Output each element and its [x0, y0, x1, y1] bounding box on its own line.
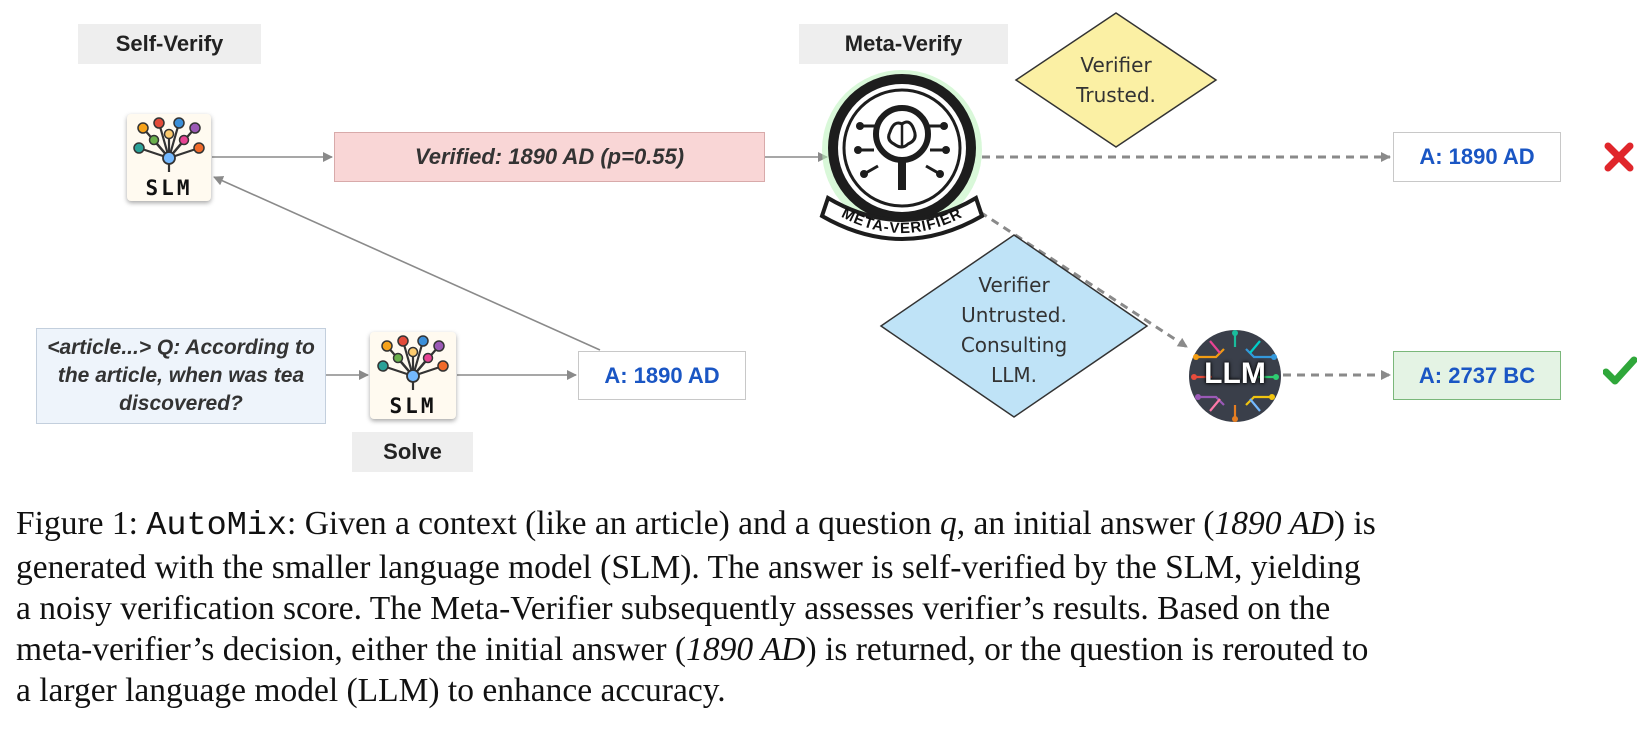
solve-label: Solve — [352, 432, 473, 472]
figure-caption: Figure 1: AutoMix: Given a context (like… — [16, 503, 1642, 711]
trusted-diamond — [1014, 12, 1218, 148]
caption-line-2: generated with the smaller language mode… — [16, 549, 1361, 586]
meta-verifier-badge-icon: META-VERIFIER — [819, 70, 985, 241]
automix-name: AutoMix — [146, 507, 288, 545]
slm-label: SLM — [145, 176, 193, 200]
cross-icon — [1604, 142, 1634, 172]
slm-label: SLM — [389, 394, 437, 418]
llm-label: LLM — [1204, 357, 1266, 390]
arrow-answer-to-selfverify — [213, 176, 601, 351]
caption-line-3: a noisy verification score. The Meta-Ver… — [16, 590, 1331, 627]
caption-line-5: a larger language model (LLM) to enhance… — [16, 672, 726, 709]
trusted-text: Verifier Trusted. — [1076, 53, 1156, 107]
slm-self-verify-icon: SLM — [127, 114, 211, 201]
untrusted-diamond — [879, 234, 1149, 418]
untrusted-text: Verifier Untrusted. Consulting LLM. — [960, 273, 1068, 387]
check-icon — [1603, 356, 1637, 385]
caption-line-4: meta-verifier’s decision, either the ini… — [16, 631, 1369, 668]
verified-score-box: Verified: 1890 AD (p=0.55) — [334, 132, 765, 182]
circuit-sphere-icon — [1189, 330, 1281, 422]
meta-verify-label: Meta-Verify — [799, 24, 1008, 64]
neural-network-icon — [133, 117, 205, 172]
caption-line-1: Figure 1: AutoMix: Given a context (like… — [16, 505, 1376, 545]
llm-answer-box: A: 2737 BC — [1393, 351, 1561, 400]
self-verify-label: Self-Verify — [78, 24, 261, 64]
initial-answer-box: A: 1890 AD — [578, 351, 746, 400]
neural-network-icon — [377, 335, 449, 390]
question-box: <article...> Q: According to the article… — [36, 328, 326, 424]
llm-icon: LLM — [1186, 327, 1284, 425]
slm-solve-icon: SLM — [370, 332, 456, 419]
trusted-answer-box: A: 1890 AD — [1393, 132, 1561, 182]
